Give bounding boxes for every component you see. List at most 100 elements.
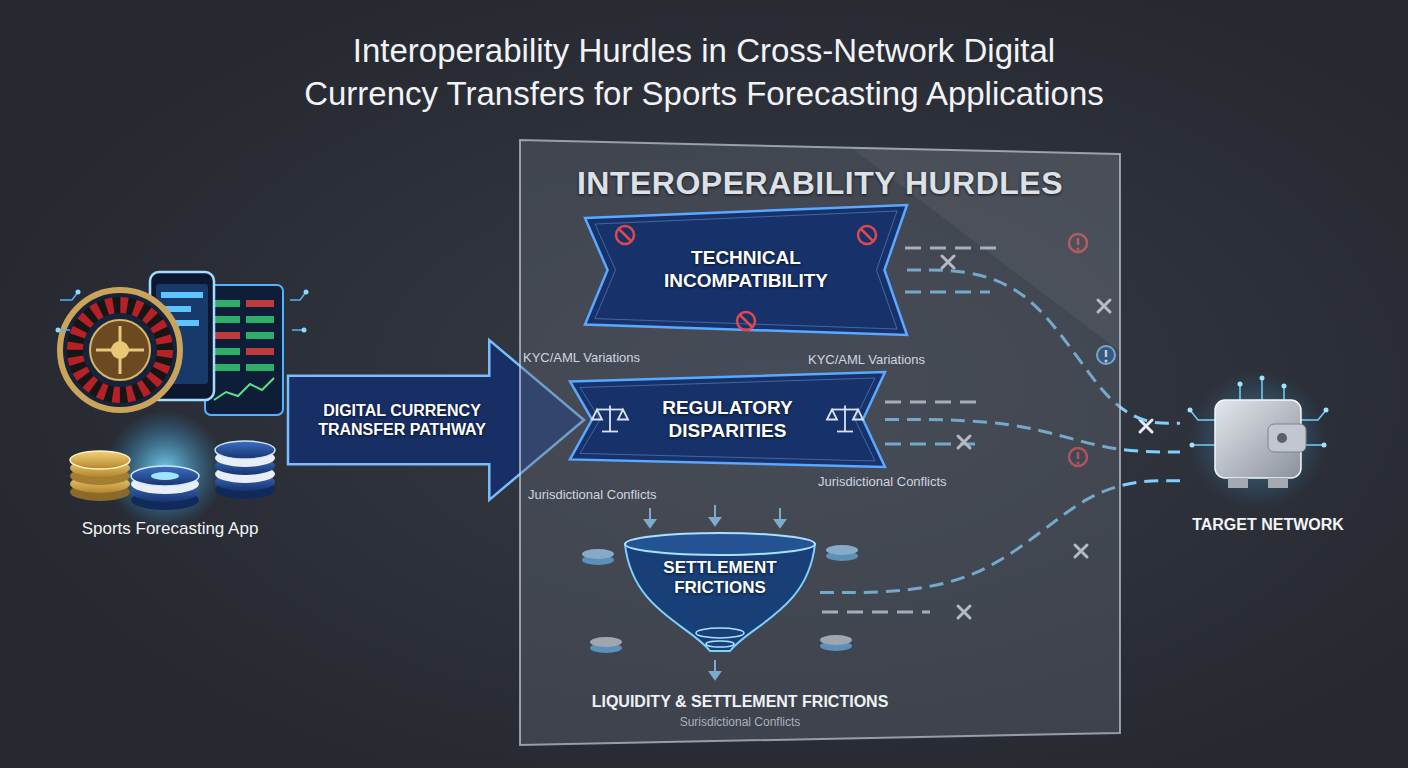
decor-polyline (60, 292, 78, 300)
decor-path (618, 410, 628, 420)
decor-path (853, 410, 863, 420)
node-text: REGULATORY DISPARITIES (638, 397, 818, 443)
decor-circle (76, 290, 81, 295)
node-text: DIGITAL CURRENCY TRANSFER PATHWAY (302, 401, 502, 439)
note-label: Jurisdictional Conflicts (818, 474, 947, 489)
note-label: KYC/AML Variations (808, 352, 925, 367)
note-label: KYC/AML Variations (523, 350, 640, 365)
decor-rect (246, 316, 274, 323)
decor-line (740, 315, 752, 327)
decor-rect (161, 292, 203, 298)
node-text: TARGET NETWORK (1192, 515, 1344, 534)
decor-polyline (214, 378, 274, 400)
caption-label: LIQUIDITY & SETTLEMENT FRICTIONS (520, 693, 960, 711)
decor-path (1228, 478, 1288, 488)
node-text: INTEROPERABILITY HURDLES (577, 164, 1063, 202)
node-content: SETTLEMENT FRICTIONS (620, 530, 820, 655)
decor-polyline (1190, 410, 1215, 420)
decor-ellipse (151, 472, 179, 480)
decor-line (597, 409, 623, 411)
node-content: Sports Forecasting App (50, 255, 290, 545)
decor-circle (60, 290, 180, 410)
decor-circle (1322, 443, 1327, 448)
decor-ellipse (706, 641, 734, 647)
decor-path (570, 372, 885, 467)
decor-g (214, 300, 274, 371)
decor-line (96, 349, 144, 352)
decor-ellipse (625, 533, 815, 555)
decor-path (580, 378, 875, 461)
hurdle-banner: TECHNICAL INCOMPATIBILITY (585, 205, 907, 335)
decor-circle (56, 328, 61, 333)
decor-path (827, 410, 837, 420)
decor-rect (246, 332, 274, 339)
decor-ellipse (131, 466, 199, 486)
node-content: TARGET NETWORK (1180, 380, 1356, 540)
decor-polyline (1300, 410, 1326, 420)
decor-circle (1282, 384, 1287, 389)
decor-g (58, 292, 306, 330)
hurdle-panel: TECHNICAL INCOMPATIBILITY REGULATORY DISP… (520, 140, 1120, 745)
decor-rect (214, 364, 240, 371)
decor-circle (75, 305, 165, 395)
app-node: Sports Forecasting App (50, 255, 290, 545)
decor-ellipse (215, 441, 275, 459)
decor-path (595, 211, 897, 329)
decor-circle (1260, 376, 1265, 381)
decor-polyline (1261, 378, 1263, 400)
decor-path (625, 544, 815, 651)
decor-g (70, 451, 130, 501)
target-node: TARGET NETWORK (1180, 380, 1356, 540)
settlement-funnel: SETTLEMENT FRICTIONS (620, 530, 820, 655)
decor-path (592, 410, 602, 420)
decor-g (56, 290, 309, 333)
decor-g (131, 466, 199, 510)
decor-line (837, 431, 853, 433)
decor-circle (1238, 382, 1243, 387)
decor-g (827, 406, 863, 432)
decor-polyline (1192, 444, 1215, 446)
decor-rect (214, 316, 240, 323)
decor-rect (246, 364, 274, 371)
decor-rect (1268, 424, 1306, 452)
decor-circle (1188, 370, 1328, 510)
decor-line (602, 431, 618, 433)
node-content: INTEROPERABILITY HURDLES (520, 140, 1120, 202)
hurdle-banner: REGULATORY DISPARITIES (570, 372, 885, 467)
decor-line (832, 409, 858, 411)
diagram-title: Interoperability Hurdles in Cross-Networ… (114, 30, 1294, 116)
decor-g (592, 406, 628, 432)
decor-line (861, 229, 873, 241)
node-text: TECHNICAL INCOMPATIBILITY (621, 247, 871, 293)
decor-g (1188, 370, 1329, 510)
decor-path (585, 205, 907, 335)
decor-rect (214, 348, 240, 355)
decor-circle (75, 305, 165, 395)
decor-circle (90, 320, 150, 380)
decor-circle (1324, 408, 1329, 413)
decor-circle (1190, 443, 1195, 448)
plain-outline (50, 255, 290, 545)
node-text: Sports Forecasting App (82, 519, 259, 539)
node-text: SETTLEMENT FRICTIONS (645, 558, 795, 599)
decor-line (619, 229, 631, 241)
decor-circle (737, 312, 755, 330)
decor-ellipse (696, 628, 744, 638)
decor-circle (304, 290, 309, 295)
decor-g (56, 272, 309, 530)
decor-circle (1188, 408, 1193, 413)
decor-rect (246, 300, 274, 307)
decor-polyline (290, 292, 306, 300)
decor-rect (214, 300, 240, 307)
decor-circle (858, 226, 876, 244)
decor-g (215, 441, 275, 499)
node-content: REGULATORY DISPARITIES (570, 372, 885, 467)
decor-rect (214, 332, 240, 339)
decor-circle (1277, 433, 1287, 443)
decor-circle (302, 328, 307, 333)
decor-rect (205, 285, 283, 415)
node-content: TECHNICAL INCOMPATIBILITY (585, 205, 907, 335)
